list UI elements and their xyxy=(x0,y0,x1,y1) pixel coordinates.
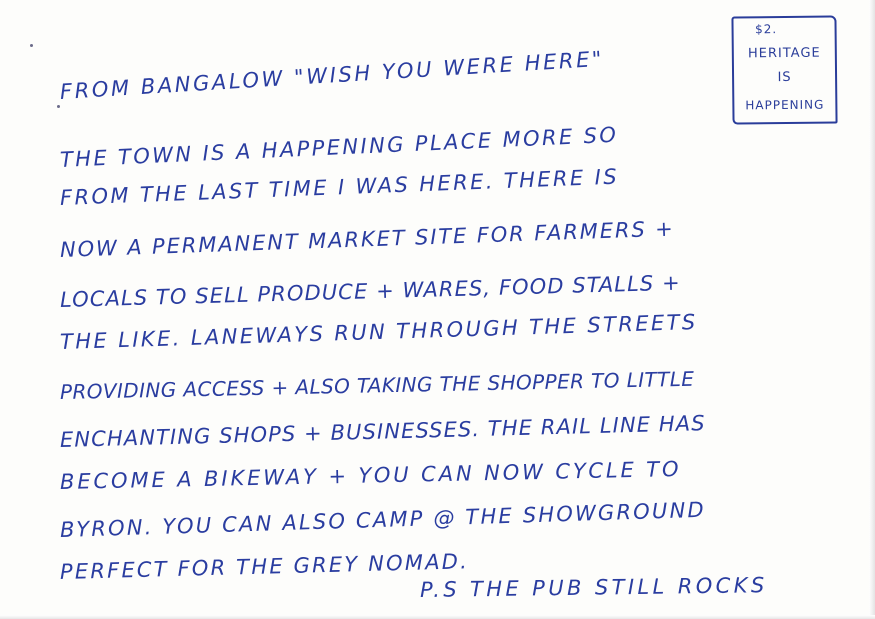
stamp-line-is: IS xyxy=(777,69,792,86)
message-line-2: THE TOWN IS A HAPPENING PLACE MORE SO xyxy=(59,122,619,172)
ink-speck xyxy=(57,105,60,108)
message-line-8: ENCHANTING SHOPS + BUSINESSES. THE RAIL … xyxy=(59,411,706,452)
stamp-line-happening: HAPPENING xyxy=(745,97,825,113)
message-line-11: PERFECT FOR THE GREY NOMAD. xyxy=(59,549,470,584)
stamp-box: $2. HERITAGE IS HAPPENING xyxy=(731,15,838,125)
message-line-6: THE LIKE. LANEWAYS RUN THROUGH THE STREE… xyxy=(59,309,698,354)
message-line-4: NOW A PERMANENT MARKET SITE FOR FARMERS … xyxy=(59,216,676,262)
scan-edge-bottom xyxy=(0,615,875,619)
message-postscript: P.S THE PUB STILL ROCKS xyxy=(419,573,768,602)
ink-speck xyxy=(30,44,33,47)
scan-edge-right xyxy=(869,0,875,619)
message-line-5: LOCALS TO SELL PRODUCE + WARES, FOOD STA… xyxy=(59,270,682,312)
message-line-9: BECOME A BIKEWAY + YOU CAN NOW CYCLE TO xyxy=(59,456,682,494)
stamp-price: $2. xyxy=(754,22,778,37)
message-line-7: PROVIDING ACCESS + ALSO TAKING THE SHOPP… xyxy=(59,366,695,404)
message-line-10: BYRON. YOU CAN ALSO CAMP @ THE SHOWGROUN… xyxy=(59,497,707,542)
stamp-line-heritage: HERITAGE xyxy=(747,45,821,62)
message-line-3: FROM THE LAST TIME I WAS HERE. THERE IS xyxy=(59,164,620,210)
message-line-1: FROM BANGALOW "WISH YOU WERE HERE" xyxy=(59,46,605,104)
